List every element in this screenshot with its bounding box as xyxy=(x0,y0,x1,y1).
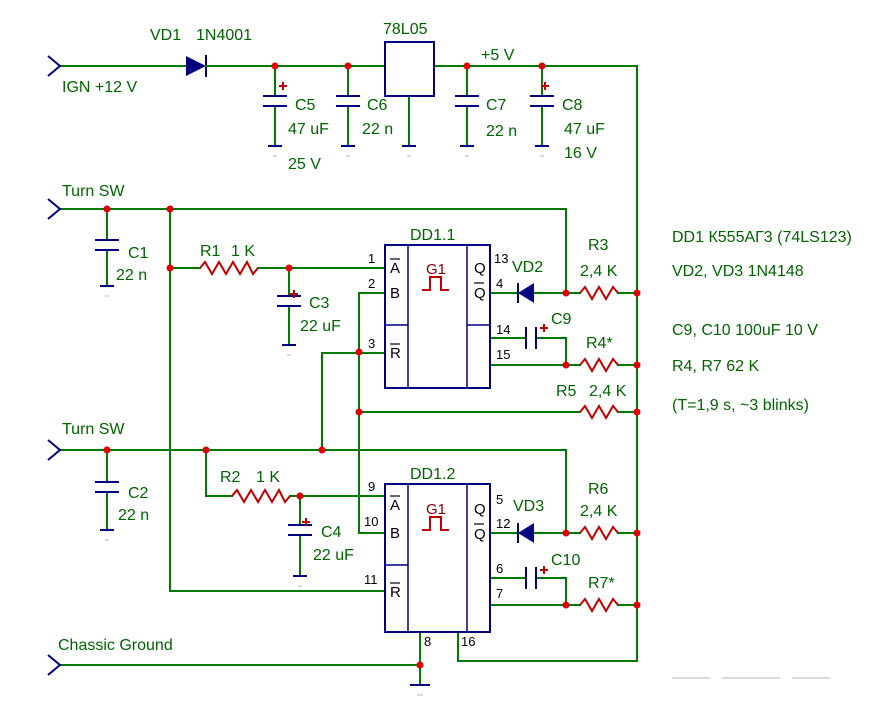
dd11-pin-q: Q xyxy=(474,260,486,277)
label-r7: R7* xyxy=(588,575,615,592)
pin-3: 3 xyxy=(368,336,375,351)
label-r2-value: 1 K xyxy=(256,469,280,486)
label-vd1: VD1 xyxy=(150,27,181,44)
pin-8: 8 xyxy=(424,634,431,649)
label-vd3: VD3 xyxy=(513,498,544,515)
chip-internal-labels: G1 G1 A B R Q Q A B R Q Q xyxy=(390,260,486,601)
label-c8-voltage: 16 V xyxy=(564,145,597,162)
dd12-pin-r: R xyxy=(390,584,401,601)
label-dd12: DD1.2 xyxy=(410,466,455,483)
label-r3: R3 xyxy=(588,237,609,254)
chip-dd11-g1: G1 xyxy=(426,261,446,278)
pin-9: 9 xyxy=(368,479,375,494)
note-line-2: VD2, VD3 1N4148 xyxy=(672,263,804,280)
label-c6: C6 xyxy=(367,97,388,114)
labels: IGN +12 V Turn SW Turn SW Chassic Ground… xyxy=(58,21,852,654)
label-c3-value: 22 uF xyxy=(300,318,341,335)
label-c1-value: 22 n xyxy=(116,267,147,284)
label-c7: C7 xyxy=(486,97,507,114)
resistors xyxy=(199,259,619,613)
pin-2: 2 xyxy=(368,276,375,291)
ground-symbols xyxy=(100,145,549,696)
pin-13: 13 xyxy=(494,251,508,266)
pin-5: 5 xyxy=(496,492,503,507)
dd11-pin-a: A xyxy=(390,260,400,277)
label-regulator: 78L05 xyxy=(383,21,428,38)
label-vd2: VD2 xyxy=(512,259,543,276)
label-5v-rail: +5 V xyxy=(481,47,515,64)
input-connectors xyxy=(47,55,62,676)
note-line-5: (T=1,9 s, ~3 blinks) xyxy=(672,397,809,414)
label-dd11: DD1.1 xyxy=(410,227,455,244)
label-r6-value: 2,4 K xyxy=(580,503,618,520)
pin-15: 15 xyxy=(496,347,510,362)
label-r1-value: 1 K xyxy=(231,243,255,260)
note-line-1: DD1 К555АГ3 (74LS123) xyxy=(672,229,852,246)
label-r6: R6 xyxy=(588,481,609,498)
label-r5-value: 2,4 K xyxy=(589,383,627,400)
label-c7-value: 22 n xyxy=(486,123,517,140)
dd11-pin-r: R xyxy=(390,345,401,362)
pin-11: 11 xyxy=(364,572,378,587)
label-turn-sw-2: Turn SW xyxy=(62,421,125,438)
junction-dots xyxy=(103,62,641,669)
note-line-4: R4, R7 62 K xyxy=(672,358,759,375)
label-c10: C10 xyxy=(551,552,580,569)
label-r2: R2 xyxy=(220,469,241,486)
label-r1: R1 xyxy=(200,243,221,260)
dd11-pin-qbar: Q xyxy=(474,285,486,302)
label-c6-value: 22 n xyxy=(362,121,393,138)
label-c4: C4 xyxy=(321,524,342,541)
pin-12: 12 xyxy=(496,516,510,531)
diode-vd3 xyxy=(517,523,534,543)
label-c4-value: 22 uF xyxy=(313,547,354,564)
pin-14: 14 xyxy=(496,322,510,337)
regulator-78l05 xyxy=(384,41,435,97)
label-c3: C3 xyxy=(309,295,330,312)
label-c5-voltage: 25 V xyxy=(288,156,321,173)
pin-7: 7 xyxy=(496,586,503,601)
dd12-pin-b: B xyxy=(390,525,400,542)
polarity-marks xyxy=(279,82,549,574)
pin-16: 16 xyxy=(461,634,475,649)
label-c9: C9 xyxy=(551,311,572,328)
label-c5: C5 xyxy=(295,97,316,114)
label-chassis-ground: Chassic Ground xyxy=(58,637,173,654)
label-r5: R5 xyxy=(556,383,577,400)
pin-overbars xyxy=(390,258,484,584)
label-turn-sw-1: Turn SW xyxy=(62,183,125,200)
dd11-pin-b: B xyxy=(390,285,400,302)
label-c2-value: 22 n xyxy=(118,507,149,524)
dd12-pin-qbar: Q xyxy=(474,526,486,543)
dd12-pin-a: A xyxy=(390,497,400,514)
capacitor-plates xyxy=(95,95,554,589)
label-c2: C2 xyxy=(128,485,149,502)
pin-numbers: 1 2 3 13 4 14 15 9 10 11 5 12 6 7 8 16 xyxy=(364,251,510,649)
note-line-3: C9, C10 100uF 10 V xyxy=(672,322,818,339)
label-r4: R4* xyxy=(586,335,613,352)
label-c1: C1 xyxy=(128,245,149,262)
pin-6: 6 xyxy=(496,561,503,576)
diode-vd2 xyxy=(517,283,534,303)
diode-vd1 xyxy=(186,55,229,77)
dd12-pin-q: Q xyxy=(474,501,486,518)
label-ign: IGN +12 V xyxy=(62,79,137,96)
wires xyxy=(59,65,638,686)
pin-4: 4 xyxy=(496,276,503,291)
label-vd1-part: 1N4001 xyxy=(196,27,252,44)
chip-dd12-g1: G1 xyxy=(426,501,446,518)
chip-dd12 xyxy=(384,483,491,633)
pin-10: 10 xyxy=(364,514,378,529)
pin-1: 1 xyxy=(368,251,375,266)
label-c5-value: 47 uF xyxy=(288,121,329,138)
chip-dd11 xyxy=(384,244,491,389)
label-c8: C8 xyxy=(562,97,583,114)
label-c8-value: 47 uF xyxy=(564,121,605,138)
label-r3-value: 2,4 K xyxy=(580,263,618,280)
